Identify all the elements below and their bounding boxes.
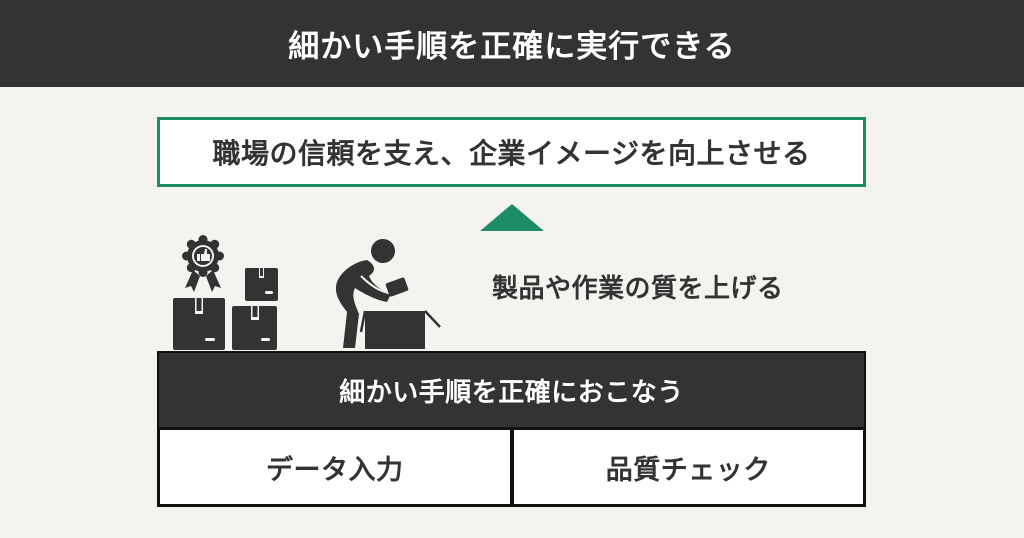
stacked-boxes-icon <box>173 268 278 350</box>
goal-text: 職場の信頼を支え、企業イメージを向上させる <box>212 137 811 170</box>
base-item-data-entry: データ入力 <box>160 430 510 504</box>
triangle-up-icon <box>480 204 544 231</box>
base-bar: 細かい手順を正確におこなう <box>157 351 866 429</box>
illustration-icons <box>173 235 441 350</box>
base-items: データ入力 品質チェック <box>157 427 866 507</box>
header-band: 細かい手順を正確に実行できる <box>0 0 1024 87</box>
base-item-label: データ入力 <box>266 454 404 486</box>
header-title: 細かい手順を正確に実行できる <box>288 29 736 65</box>
base-title: 細かい手順を正確におこなう <box>339 377 684 408</box>
goal-box: 職場の信頼を支え、企業イメージを向上させる <box>157 117 866 187</box>
award-badge-thumbs-up-icon <box>182 235 224 292</box>
person-packing-box-icon <box>335 239 441 349</box>
base-item-quality-check: 品質チェック <box>513 430 863 504</box>
middle-text: 製品や作業の質を上げる <box>492 274 784 304</box>
base-item-label: 品質チェック <box>605 454 771 486</box>
